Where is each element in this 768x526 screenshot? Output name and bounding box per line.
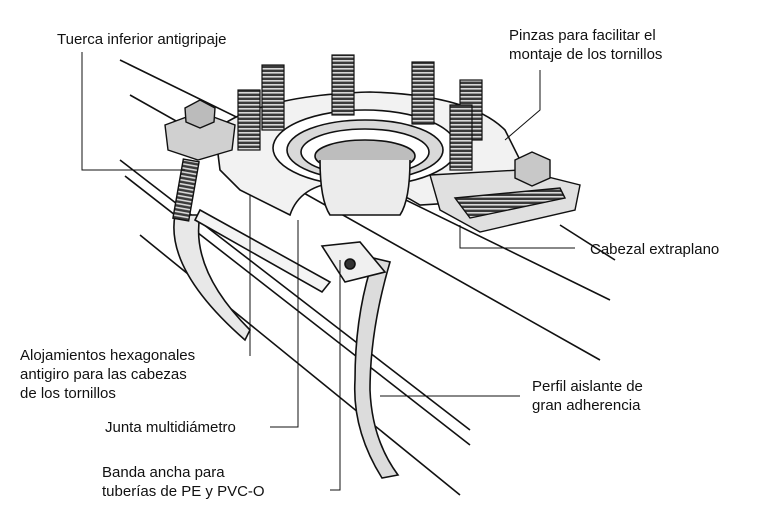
label-alojamientos: Alojamientos hexagonales antigiro para l… bbox=[20, 346, 195, 403]
leader-pinzas bbox=[504, 70, 541, 141]
leader-banda bbox=[330, 260, 341, 491]
wide-band bbox=[173, 208, 400, 479]
label-tuerca-line-1: Tuerca inferior antigripaje bbox=[57, 31, 227, 48]
label-alojamientos-line-3: de los tornillos bbox=[20, 385, 116, 402]
leader-tuerca bbox=[81, 52, 185, 171]
saddle-flange bbox=[214, 91, 526, 217]
label-pinzas-line-2: montaje de los tornillos bbox=[509, 46, 663, 63]
extra-flat-head bbox=[429, 151, 581, 233]
label-junta-line-1: Junta multidiámetro bbox=[105, 419, 236, 436]
anti-seize-nut bbox=[164, 99, 236, 222]
label-banda: Banda ancha para tuberías de PE y PVC-O bbox=[102, 463, 265, 501]
label-alojamientos-line-2: antigiro para las cabezas bbox=[20, 366, 187, 383]
label-perfil-line-1: Perfil aislante de bbox=[532, 378, 643, 395]
leader-cabezal bbox=[459, 225, 575, 249]
label-perfil-line-2: gran adherencia bbox=[532, 397, 641, 414]
leader-junta bbox=[270, 220, 299, 428]
threaded-studs bbox=[237, 54, 483, 171]
label-banda-line-2: tuberías de PE y PVC-O bbox=[102, 483, 265, 500]
label-perfil: Perfil aislante de gran adherencia bbox=[532, 377, 643, 415]
label-alojamientos-line-1: Alojamientos hexagonales bbox=[20, 347, 196, 364]
leader-lines bbox=[81, 52, 575, 491]
label-tuerca: Tuerca inferior antigripaje bbox=[57, 30, 227, 49]
label-pinzas-line-1: Pinzas para facilitar el bbox=[509, 27, 656, 44]
label-banda-line-1: Banda ancha para bbox=[102, 464, 225, 481]
label-pinzas: Pinzas para facilitar el montaje de los … bbox=[509, 26, 662, 64]
label-cabezal: Cabezal extraplano bbox=[590, 240, 719, 259]
label-junta: Junta multidiámetro bbox=[105, 418, 236, 437]
label-cabezal-line-1: Cabezal extraplano bbox=[590, 241, 720, 258]
